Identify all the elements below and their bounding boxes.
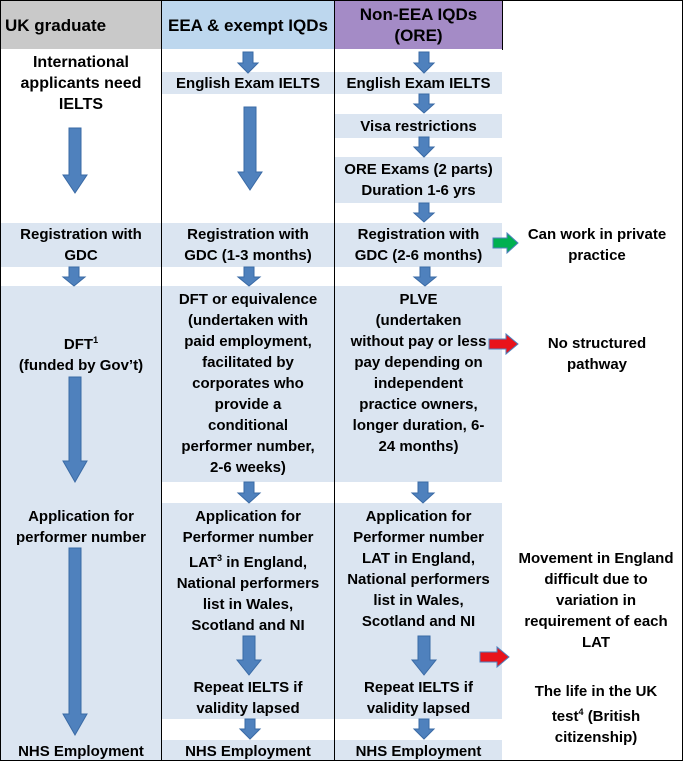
noneea-visa-restrictions: Visa restrictions: [360, 118, 477, 135]
header-eea: EEA & exempt IQDs: [162, 1, 334, 49]
band-training: [1, 286, 502, 482]
uk-nhs-employment: NHS Employment: [18, 743, 144, 760]
band-nhs: [162, 740, 502, 760]
arrow-down-eea-6: [238, 718, 262, 740]
arrow-right-red-icon-2: [479, 645, 510, 669]
arrow-down-noneea-5: [412, 266, 438, 287]
arrow-down-uk-4: [62, 547, 88, 737]
noneea-english-exam: English Exam IELTS: [346, 75, 491, 92]
arrow-down-noneea-6: [410, 481, 436, 504]
arrow-down-noneea-4: [412, 202, 436, 223]
band-english-exam: [162, 72, 502, 94]
arrow-down-eea-5: [235, 635, 263, 676]
arrow-down-eea-3: [236, 266, 262, 287]
header-non-eea-label: Non-EEA IQDs (ORE): [359, 5, 478, 45]
band-ore: [335, 157, 502, 203]
column-divider-1: [161, 0, 162, 760]
arrow-down-eea-4: [236, 481, 262, 504]
arrow-down-eea-1: [236, 51, 260, 74]
column-divider-2: [334, 0, 335, 760]
outcome-life-in-uk-test: The life in the UK test4 (British citize…: [534, 683, 658, 746]
uk-dft: DFT1 (funded by Gov’t): [18, 335, 144, 374]
header-non-eea: Non-EEA IQDs (ORE): [335, 1, 502, 49]
eea-english-exam: English Exam IELTS: [176, 75, 320, 92]
arrow-down-noneea-2: [412, 93, 436, 114]
noneea-nhs-employment: NHS Employment: [355, 743, 482, 760]
band-application: [162, 503, 502, 719]
arrow-right-green-icon: [492, 231, 519, 255]
arrow-down-eea-2: [237, 106, 263, 191]
noneea-ore-exams: ORE Exams (2 parts)Duration 1-6 yrs: [344, 161, 493, 199]
arrow-down-noneea-7: [410, 635, 438, 676]
arrow-down-noneea-1: [412, 51, 436, 74]
arrow-down-noneea-3: [412, 136, 436, 158]
column-divider-3: [502, 0, 503, 50]
band-visa: [335, 114, 502, 138]
arrow-down-noneea-8: [412, 718, 436, 740]
header-uk-label: UK graduate: [5, 15, 107, 35]
arrow-down-uk-3: [62, 376, 88, 484]
band-registration: [1, 223, 502, 267]
arrow-right-red-icon-1: [488, 332, 519, 356]
arrow-down-uk-1: [62, 127, 88, 194]
header-uk-graduate: UK graduate: [1, 1, 161, 49]
header-eea-label: EEA & exempt IQDs: [168, 15, 328, 35]
arrow-down-uk-2: [61, 266, 87, 287]
eea-nhs-employment: NHS Employment: [185, 743, 311, 760]
